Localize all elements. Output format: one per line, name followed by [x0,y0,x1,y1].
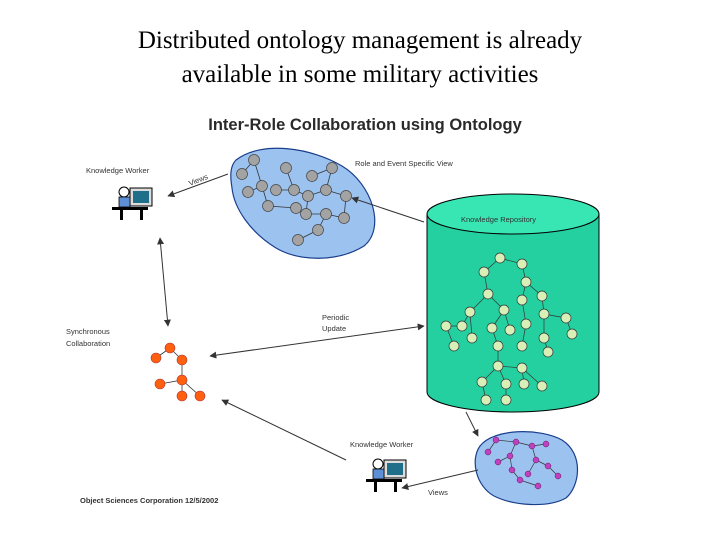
arrow-synchronous [160,238,168,326]
orange-ontology-graph [156,348,200,396]
arrow-bottom-worker-to-synch [222,400,346,460]
periodic-label-line-1: Periodic [322,313,349,322]
knowledge-worker-top-icon [112,187,152,220]
knowledge-worker-bottom-label: Knowledge Worker [350,440,414,449]
synchronous-label-line-2: Collaboration [66,339,110,348]
synchronous-label-line-1: Synchronous [66,327,110,336]
arrow-repository-to-bottom [466,412,478,436]
diagram-title: Inter-Role Collaboration using Ontology [208,116,522,134]
arrow-views-bottom [402,470,478,488]
knowledge-repository-cylinder [427,194,599,412]
role-view-label: Role and Event Specific View [355,159,453,168]
orange-nodes [151,343,205,401]
periodic-label-line-2: Update [322,324,346,333]
knowledge-worker-bottom-icon [366,459,406,492]
views-top-label: Views [187,172,209,188]
arrow-periodic-update [210,326,424,356]
views-bottom-label: Views [428,488,448,497]
footer-credit: Object Sciences Corporation 12/5/2002 [80,496,218,505]
knowledge-worker-top-label: Knowledge Worker [86,166,150,175]
knowledge-repository-label: Knowledge Repository [461,215,536,224]
bottom-view-blob [475,432,577,505]
